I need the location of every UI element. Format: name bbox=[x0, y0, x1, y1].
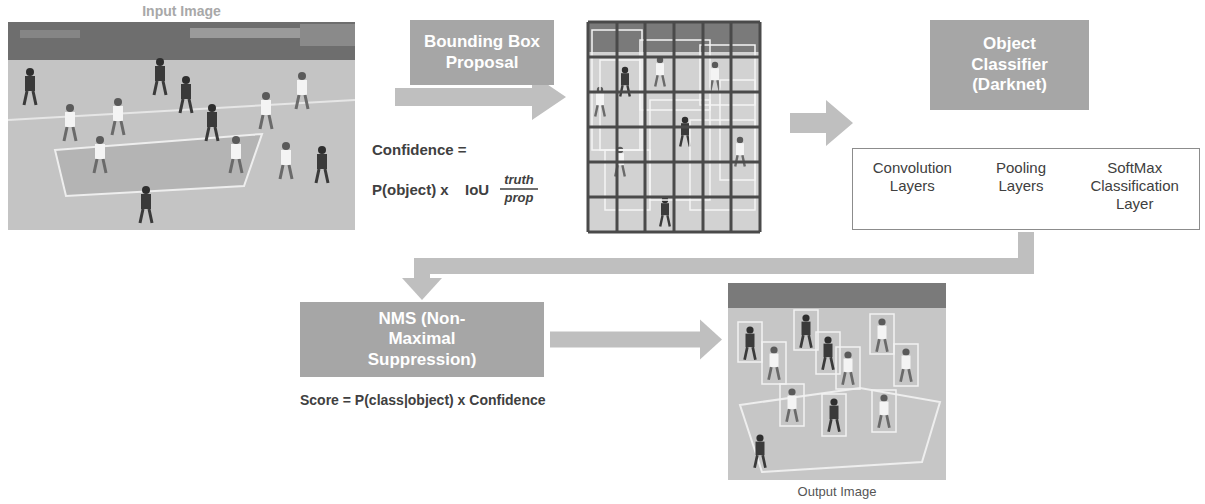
image-frame: Output Image bbox=[728, 283, 946, 501]
process-box: Object Classifier (Darknet) bbox=[930, 20, 1089, 110]
arrow-head bbox=[402, 278, 442, 300]
input-photo bbox=[190, 28, 300, 38]
image-frame: Input Image bbox=[8, 0, 355, 230]
label-holder: IoU bbox=[465, 181, 489, 198]
output-photo bbox=[822, 394, 846, 436]
input-photo bbox=[8, 22, 355, 230]
input-photo bbox=[94, 136, 106, 173]
output-photo bbox=[738, 322, 762, 362]
input-photo bbox=[280, 142, 292, 179]
input-photo bbox=[180, 76, 192, 113]
process-box: NMS (Non-Maximal Suppression) bbox=[300, 302, 544, 377]
output-photo bbox=[894, 344, 918, 386]
input-photo bbox=[260, 92, 272, 129]
grid-photo bbox=[720, 80, 755, 180]
node-label: Convolution Layers bbox=[862, 159, 962, 195]
output-photo bbox=[829, 398, 840, 431]
label-holder: prop bbox=[500, 190, 538, 205]
input-photo bbox=[316, 146, 328, 183]
confidence-formula: truth bbox=[500, 172, 538, 187]
label-holder: P(object) x bbox=[372, 181, 449, 198]
input-photo bbox=[206, 104, 218, 141]
grid-photo bbox=[600, 60, 640, 150]
input-photo bbox=[296, 72, 308, 109]
output-photo bbox=[769, 346, 780, 379]
input-photo bbox=[154, 58, 166, 95]
output-photo bbox=[728, 283, 946, 480]
input-photo bbox=[64, 104, 76, 141]
output-photo bbox=[740, 388, 940, 472]
grid-photo bbox=[588, 22, 760, 232]
grid-photo bbox=[700, 45, 755, 105]
node-label: Input Image bbox=[8, 0, 355, 19]
node-label: SoftMax Classification Layer bbox=[1080, 159, 1190, 213]
grid-photo bbox=[660, 197, 670, 227]
output-photo bbox=[901, 348, 912, 381]
confidence-formula: Confidence = bbox=[372, 141, 467, 158]
confidence-formula: prop bbox=[500, 190, 538, 205]
output-photo bbox=[780, 384, 804, 426]
output-photo bbox=[745, 326, 756, 359]
connector-shaft bbox=[422, 232, 1026, 279]
node-label: Bounding Box Proposal bbox=[416, 32, 548, 73]
grid-photo bbox=[588, 22, 760, 232]
label-holder: Score = P(class|object) x Confidence bbox=[300, 392, 546, 409]
node-label: Pooling Layers bbox=[981, 159, 1061, 195]
grid-photo bbox=[588, 22, 760, 232]
output-photo bbox=[787, 388, 798, 421]
grid-photo bbox=[605, 150, 650, 210]
output-photo bbox=[823, 336, 834, 369]
label-holder: truth bbox=[500, 172, 538, 187]
output-photo bbox=[872, 390, 896, 432]
input-photo bbox=[140, 186, 152, 223]
block-connector bbox=[550, 320, 722, 360]
output-photo bbox=[728, 283, 946, 480]
output-photo bbox=[879, 394, 890, 427]
block-connector bbox=[402, 232, 1026, 300]
output-photo bbox=[738, 310, 918, 436]
grid-photo bbox=[655, 57, 665, 87]
grid-photo bbox=[650, 100, 710, 200]
label-holder: Confidence = bbox=[372, 141, 467, 158]
output-photo bbox=[801, 314, 812, 347]
output-photo bbox=[728, 283, 946, 308]
input-photo bbox=[230, 136, 242, 173]
input-photo bbox=[300, 24, 355, 46]
fraction-bar bbox=[500, 188, 538, 189]
output-photo bbox=[755, 434, 766, 467]
process-box: Bounding Box Proposal bbox=[410, 20, 554, 85]
layer-panel: Convolution Layers Pooling Layers SoftMax … bbox=[852, 148, 1200, 230]
output-photo bbox=[762, 342, 786, 384]
input-photo bbox=[8, 22, 355, 60]
output-photo bbox=[836, 347, 860, 389]
connector-shaft bbox=[550, 332, 701, 348]
output-photo bbox=[877, 318, 888, 351]
input-photo bbox=[55, 134, 262, 196]
grid-photo bbox=[680, 117, 690, 147]
input-photo bbox=[24, 68, 36, 105]
arrow-head bbox=[700, 320, 722, 360]
input-photo bbox=[112, 98, 124, 135]
confidence-formula: IoU bbox=[465, 181, 489, 198]
grid-photo bbox=[710, 62, 720, 92]
input-photo bbox=[8, 22, 355, 230]
output-photo bbox=[794, 310, 818, 350]
node-label: Output Image bbox=[728, 484, 946, 500]
output-photo bbox=[843, 351, 854, 384]
confidence-formula: P(object) x bbox=[372, 181, 449, 198]
output-photo bbox=[870, 314, 894, 354]
score-formula: Score = P(class|object) x Confidence bbox=[300, 392, 546, 409]
node-label: Object Classifier (Darknet) bbox=[958, 34, 1061, 95]
input-photo bbox=[20, 30, 80, 38]
block-arrow bbox=[790, 100, 853, 146]
node-label: NMS (Non-Maximal Suppression) bbox=[350, 309, 494, 370]
